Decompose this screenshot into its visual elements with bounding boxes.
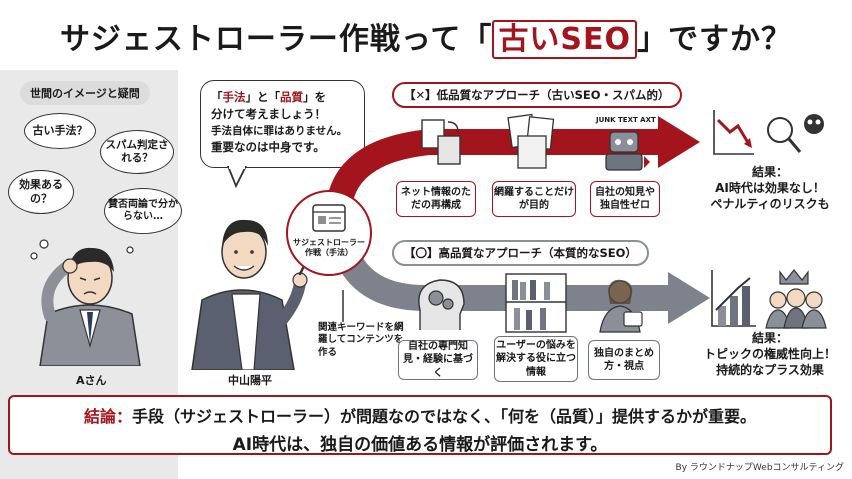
bad-result-line-1: AI時代は効果なし！ bbox=[715, 181, 825, 196]
speech-line-2: 分けて考えましょう！ bbox=[211, 107, 326, 122]
hub-circle bbox=[286, 190, 372, 276]
document-stack-icon bbox=[507, 113, 555, 169]
growth-icons bbox=[711, 269, 827, 329]
title-highlight: 古いSEO bbox=[492, 20, 638, 59]
person-a-illustration bbox=[30, 239, 141, 366]
hub-note-pointer bbox=[342, 290, 344, 322]
thought-bubble-spam: スパム判定される？ bbox=[100, 130, 174, 174]
title-text-after: 」ですか？ bbox=[637, 22, 793, 57]
person-a-name: Aさん bbox=[76, 374, 107, 387]
speech-line-1: 「手法」と「品質」を bbox=[211, 90, 326, 104]
speech-bubble-tail bbox=[227, 166, 248, 188]
speech-line-4: 重要なのは中身です。 bbox=[211, 140, 325, 155]
bad-result-title: 結果： bbox=[751, 165, 788, 179]
bad-path-arrowhead bbox=[658, 116, 700, 168]
head-gears-icon bbox=[418, 279, 465, 330]
thought-bubble-effective: 効果あるの？ bbox=[8, 170, 74, 214]
conclusion-text-1: 手段（サジェストローラー）が問題なのではなく、「何を（品質）」提供するかが重要。 bbox=[132, 407, 757, 426]
browser-window-icon bbox=[312, 204, 346, 232]
bad-box-no-originality: 自社の知見や独自性ゼロ bbox=[590, 181, 660, 217]
robot-icon bbox=[605, 131, 650, 171]
good-result-title: 結果： bbox=[751, 331, 788, 345]
thought-bubble-pros-cons: 賛否両論で分からない… bbox=[104, 188, 182, 234]
good-result-line-2: 持続的なプラス効果 bbox=[716, 363, 824, 378]
copy-documents-icon bbox=[421, 119, 461, 165]
bad-path-tag: 【✕】低品質なアプローチ（古いSEO・スパム的） bbox=[392, 82, 682, 108]
conclusion-line-1: 結論：手段（サジェストローラー）が問題なのではなく、「何を（品質）」提供するかが… bbox=[10, 403, 830, 427]
section-label-public-image: 世間のイメージと疑問 bbox=[20, 81, 150, 105]
speaker-name: 中山陽平 bbox=[228, 374, 272, 387]
good-path-arrowhead bbox=[668, 272, 710, 324]
good-path-tag: 【〇】高品質なアプローチ（本質的なSEO） bbox=[392, 240, 649, 266]
speaker-speech-bubble: 「手法」と「品質」を 分けて考えましょう！ 手法自体に罪はありません。 重要なの… bbox=[200, 80, 365, 168]
bad-box-coverage-only: 網羅することだけが目的 bbox=[492, 181, 576, 217]
conclusion-line-2: AI時代は、独自の価値ある情報が評価されます。 bbox=[232, 435, 608, 455]
junk-text-label: JUNK TEXT AXT bbox=[596, 116, 656, 124]
thought-bubble-old-method: 古い手法？ bbox=[24, 113, 96, 149]
title-text-before: サジェストローラー作戦って「 bbox=[59, 22, 493, 57]
credit-text: By ラウンドナップWebコンサルティング bbox=[675, 463, 844, 473]
speaker-illustration bbox=[191, 219, 308, 370]
page-title: サジェストローラー作戦って「古いSEO」ですか？ bbox=[0, 14, 852, 59]
bad-result-line-2: ペナルティのリスクも bbox=[710, 197, 830, 212]
good-result: 結果： トピックの権威性向上！ 持続的なプラス効果 bbox=[690, 330, 850, 379]
hub-note: 関連キーワードを網羅してコンテンツを作る bbox=[318, 322, 404, 358]
conclusion-box: 結論：手段（サジェストローラー）が問題なのではなく、「何を（品質）」提供するかが… bbox=[8, 395, 832, 455]
speech-line-3: 手法自体に罪はありません。 bbox=[211, 124, 348, 137]
good-box-expertise: 自社の専門知見・経験に基づく bbox=[398, 340, 478, 380]
bad-result: 結果： AI時代は効果なし！ ペナルティのリスクも bbox=[690, 164, 850, 213]
bookshelf-icon bbox=[505, 273, 567, 333]
conclusion-label: 結論： bbox=[83, 407, 132, 426]
person-with-tablet-icon bbox=[599, 279, 643, 333]
good-result-line-1: トピックの権威性向上！ bbox=[703, 347, 836, 362]
good-box-unique-view: 独自のまとめ方・視点 bbox=[588, 340, 660, 380]
decline-icons bbox=[713, 110, 824, 155]
good-box-helpful-info: ユーザーの悩みを解決する役に立つ情報 bbox=[494, 336, 578, 382]
hub-label: サジェストローラー作戦（手法） bbox=[293, 238, 365, 258]
bad-box-reconstruction: ネット情報のただの再構成 bbox=[396, 181, 476, 217]
